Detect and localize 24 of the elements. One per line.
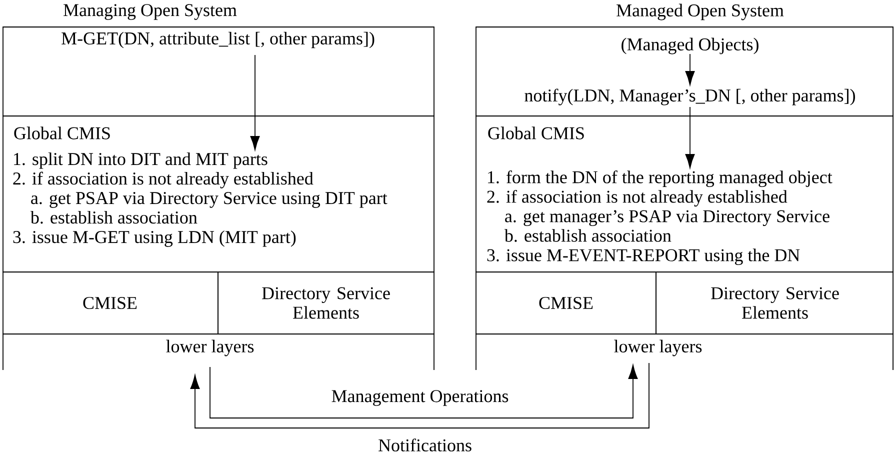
edge-label: Management Operations [330,389,510,407]
arrow [685,106,695,168]
arrow [250,54,260,150]
frame-box [476,116,894,272]
process-box: Directory Service Elements [218,272,434,334]
layer-box: lower layers [476,334,894,370]
layer-box: lower layers [2,334,434,370]
numbered-list: 1. split DN into DIT and MIT parts 2. if association is not already established a. get PSAP via Directory Service using DIT part b. establish association 3. issue M-GET using LDN (MIT part) [13,152,388,247]
box-heading: Global CMIS [488,126,584,140]
edge-label: Notifications [377,438,473,452]
process-box: CMISE [476,272,656,334]
system-title: Managed Open System [616,4,784,20]
box-text: notify(LDN, Manager’s_DN [, other params]) [524,88,855,106]
process-box: M-GET(DN, attribute_list [, other params]) [2,26,434,116]
process-box: Directory Service Elements [656,272,894,334]
frame-box [2,116,434,272]
arrow [685,54,695,86]
process-box: CMISE [2,272,218,334]
numbered-list: 1. form the DN of the reporting managed object 2. if association is not already established a. get manager’s PSAP via Directory Service b. establish association 3. issue M-EVENT-REPORT using the DN [487,170,832,266]
arrow [190,362,650,428]
frame-box [476,26,894,116]
arrow [210,364,638,418]
box-text: (Managed Objects) [622,38,758,54]
box-heading: Global CMIS [14,126,110,140]
